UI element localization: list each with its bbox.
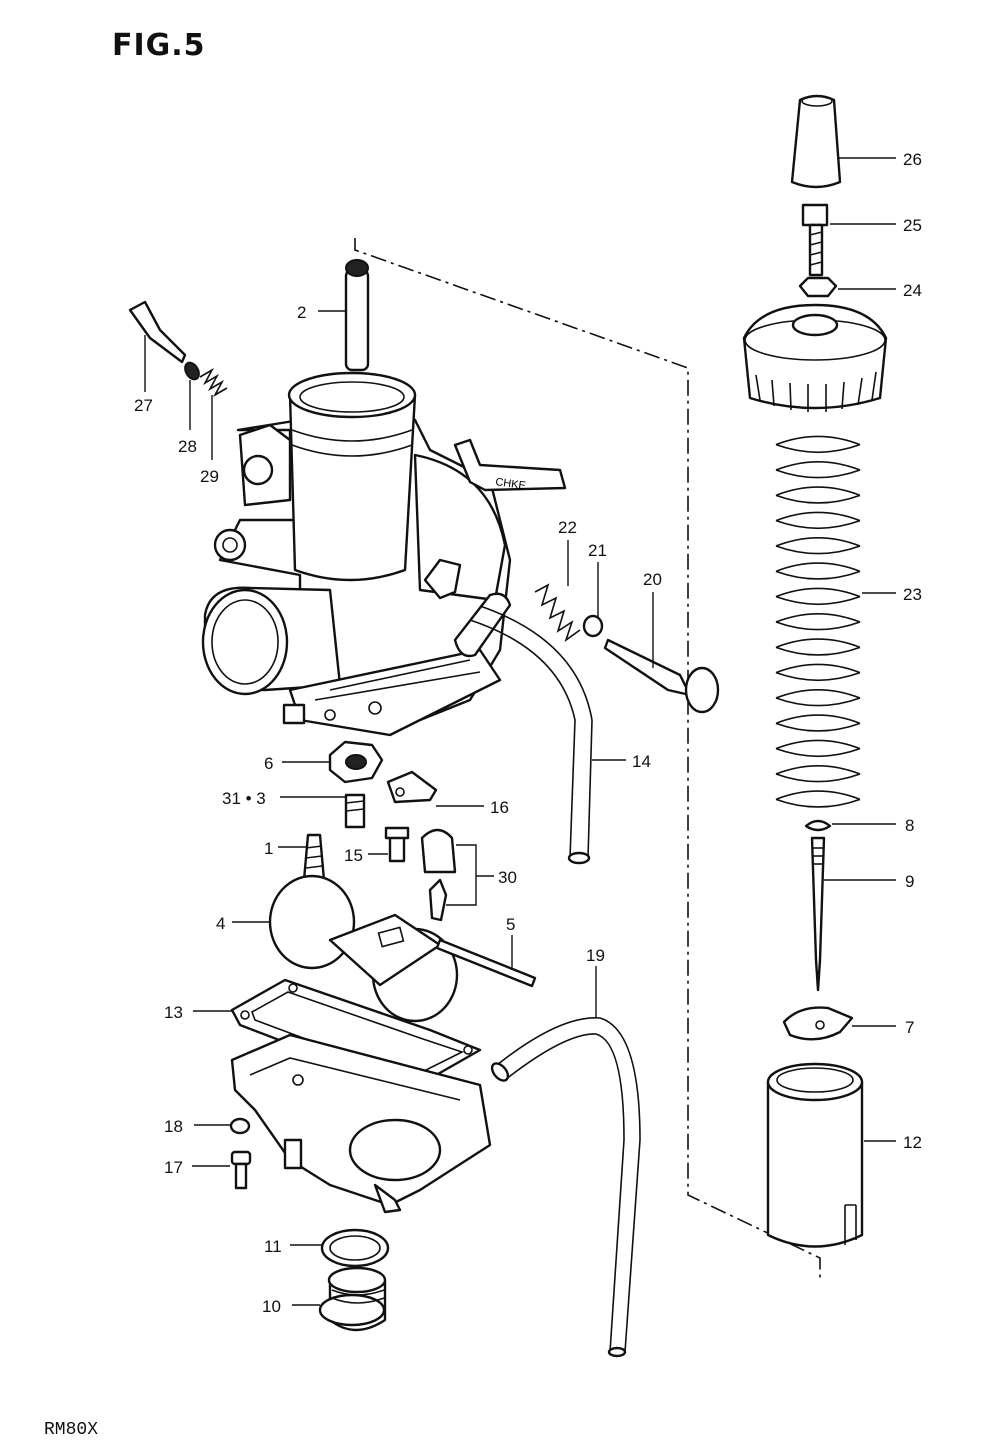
- part-29-spring: [199, 367, 228, 398]
- label-24: 24: [903, 281, 922, 300]
- part-19-hose: [490, 1017, 641, 1358]
- part-2-starter-plunger: [344, 259, 370, 372]
- label-5: 5: [506, 915, 515, 934]
- label-10: 10: [262, 1297, 281, 1316]
- part-10-plug: [318, 1266, 387, 1332]
- part-12-throttle-valve: [766, 1062, 864, 1248]
- label-22: 22: [558, 518, 577, 537]
- part-labels: 26 25 24 23 8 9 7 12 2 27 28 29 22 21 20…: [134, 150, 922, 1316]
- part-23-spring: [775, 435, 861, 808]
- part-21-ring: [582, 614, 604, 638]
- part-8-clip: [804, 819, 832, 832]
- figure-title: FIG.5: [112, 28, 206, 63]
- label-6: 6: [264, 754, 273, 773]
- label-25: 25: [903, 216, 922, 235]
- label-4: 4: [216, 914, 225, 933]
- label-21: 21: [588, 541, 607, 560]
- part-11-gasket: [320, 1228, 390, 1268]
- label-28: 28: [178, 437, 197, 456]
- carburetor-body: CHKE: [201, 371, 567, 737]
- part-28-ring: [184, 361, 200, 381]
- part-20-screw: [603, 638, 720, 714]
- label-23: 23: [903, 585, 922, 604]
- part-16-plate: [386, 770, 438, 804]
- label-11: 11: [264, 1237, 282, 1256]
- label-9: 9: [905, 872, 914, 891]
- part-top-cap: [742, 303, 888, 412]
- part-22-spring: [534, 583, 581, 643]
- leader-lines: [144, 157, 896, 1306]
- model-code: RM80X: [44, 1420, 99, 1440]
- part-9-needle: [810, 836, 826, 992]
- part-18-washer: [229, 1117, 251, 1135]
- part-6-nut: [328, 740, 384, 784]
- label-30: 30: [498, 868, 517, 887]
- label-2: 2: [297, 303, 306, 322]
- part-27-screw: [128, 300, 187, 364]
- label-16: 16: [490, 798, 509, 817]
- part-7-retainer: [782, 1006, 854, 1041]
- part-15-screw: [384, 826, 410, 863]
- label-13: 13: [164, 1003, 183, 1022]
- label-19: 19: [586, 946, 605, 965]
- label-17: 17: [164, 1158, 183, 1177]
- part-26-cap: [790, 94, 842, 189]
- label-14: 14: [632, 752, 651, 771]
- part-1-jet: [302, 833, 326, 882]
- label-8: 8: [905, 816, 914, 835]
- assembly-line: [354, 238, 821, 1280]
- label-26: 26: [903, 150, 922, 169]
- label-27: 27: [134, 396, 153, 415]
- label-15: 15: [344, 846, 363, 865]
- part-5-pin: [435, 938, 537, 988]
- label-29: 29: [200, 467, 219, 486]
- part-17-screw: [230, 1150, 252, 1190]
- part-14-hose: [469, 605, 593, 865]
- svg-text:CHKE: CHKE: [495, 476, 527, 492]
- part-30-needle-valve: [420, 828, 457, 922]
- part-3-main-jet: [344, 793, 366, 829]
- part-24-nut: [798, 276, 838, 298]
- float-bowl: [230, 1033, 492, 1214]
- label-18: 18: [164, 1117, 183, 1136]
- part-25-adjuster: [801, 203, 829, 277]
- part-13-gasket: [230, 978, 482, 1092]
- label-7: 7: [905, 1018, 914, 1037]
- part-4-float: [268, 874, 459, 1023]
- label-1: 1: [264, 839, 273, 858]
- label-31-3: 31 • 3: [222, 789, 266, 808]
- label-12: 12: [903, 1133, 922, 1152]
- label-20: 20: [643, 570, 662, 589]
